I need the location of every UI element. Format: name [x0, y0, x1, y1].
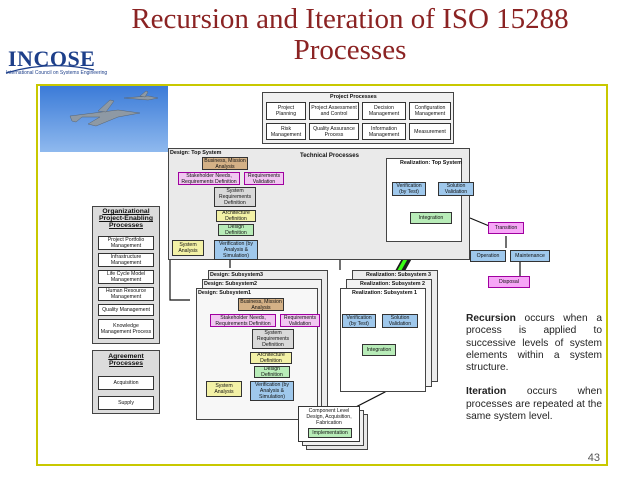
design-top-label: Design: Top System: [170, 150, 222, 156]
project-planning-box: Project Planning: [266, 102, 306, 120]
agreement-label: Agreement Processes: [108, 353, 144, 367]
sub-architecture-box: Architecture Definition: [250, 352, 292, 364]
realization-top-label: Realization: Top System: [400, 160, 462, 166]
sub-verification-test-box: Verification (by Test): [342, 314, 376, 328]
project-assessment-box: Project Assessment and Control: [309, 102, 359, 120]
recursion-text: occurs when a process is applied to succ…: [466, 313, 602, 374]
supply-box: Supply: [98, 396, 154, 410]
design-definition-box: Design Definition: [218, 224, 254, 236]
sub-system-analysis-box: System Analysis: [206, 381, 242, 397]
realization-subsystem1-panel: [340, 288, 426, 392]
implementation-box: Implementation: [308, 428, 352, 438]
transition-box: Transition: [488, 222, 524, 234]
sub-system-requirements-box: System Requirements Definition: [252, 329, 294, 349]
portfolio-management-box: Project Portfolio Management: [98, 236, 154, 250]
integration-box: Integration: [410, 212, 452, 224]
recursion-paragraph: Recursion occurs when a process is appli…: [466, 313, 602, 374]
sub-verification-analysis-box: Verification (by Analysis & Simulation): [250, 381, 294, 401]
sub-design-box: Design Definition: [254, 366, 290, 378]
business-mission-box: Business, Mission Analysis: [202, 157, 248, 170]
disposal-box: Disposal: [488, 276, 530, 288]
design-subsystem1-label: Design: Subsystem1: [198, 290, 252, 296]
slide-title-line2: Processes: [293, 34, 407, 66]
maintenance-box: Maintenance: [510, 250, 550, 262]
realization-subsystem1-label: Realization: Subsystem 1: [352, 290, 418, 296]
verification-analysis-box: Verification (by Analysis & Simulation): [214, 240, 258, 260]
acquisition-box: Acquisition: [98, 376, 154, 390]
lifecycle-model-box: Life Cycle Model Management: [98, 270, 154, 284]
slide-title: Recursion and Iteration of ISO 15288 Pro…: [100, 4, 600, 66]
infrastructure-management-box: Infrastructure Management: [98, 253, 154, 267]
realization-subsystem2-label: Realization: Subsystem 2: [360, 281, 426, 287]
verification-test-box: Verification (by Test): [392, 182, 426, 196]
knowledge-management-box: Knowledge Management Process: [98, 319, 154, 339]
configuration-management-box: Configuration Management: [409, 102, 451, 120]
solution-validation-box: Solution Validation: [438, 182, 474, 196]
iteration-paragraph: Iteration occurs when processes are repe…: [466, 386, 602, 423]
sub-solution-validation-box: Solution Validation: [382, 314, 418, 328]
measurement-box: Measurement: [409, 123, 451, 140]
quality-management-box: Quality Management: [98, 304, 154, 316]
system-analysis-box: System Analysis: [172, 240, 204, 256]
logo-subtitle: International Council on Systems Enginee…: [6, 70, 108, 76]
callout-text: Recursion occurs when a process is appli…: [466, 313, 602, 435]
human-resource-box: Human Resource Management: [98, 287, 154, 301]
recursion-term: Recursion: [466, 313, 516, 324]
incose-logo: INCOSE International Council on Systems …: [2, 40, 107, 80]
information-management-box: Information Management: [362, 123, 406, 140]
org-enabling-label: Organizational Project-Enabling Processe…: [98, 208, 153, 229]
stakeholder-needs-box: Stakeholder Needs, Requirements Definiti…: [178, 172, 240, 185]
technical-processes-label: Technical Processes: [300, 153, 359, 159]
requirements-validation-box: Requirements Validation: [244, 172, 284, 185]
logo-name: INCOSE: [8, 46, 96, 71]
project-processes-label: Project Processes: [330, 94, 377, 100]
architecture-definition-box: Architecture Definition: [216, 210, 256, 222]
decision-management-box: Decision Management: [362, 102, 406, 120]
logo-swoosh-icon: [5, 65, 95, 74]
jet-photo: [40, 86, 168, 152]
slide-title-line1: Recursion and Iteration of ISO 15288: [131, 3, 569, 35]
quality-assurance-box: Quality Assurance Process: [309, 123, 359, 140]
page-number: 43: [587, 452, 600, 464]
iteration-term: Iteration: [466, 386, 507, 398]
design-subsystem3-label: Design: Subsystem3: [210, 272, 264, 278]
system-requirements-box: System Requirements Definition: [214, 187, 256, 207]
sub-business-mission-box: Business, Mission Analysis: [238, 298, 284, 311]
sub-integration-box: Integration: [362, 344, 396, 356]
realization-top-panel: [386, 158, 462, 242]
sub-requirements-validation-box: Requirements Validation: [280, 314, 320, 327]
operation-box: Operation: [470, 250, 506, 262]
risk-management-box: Risk Management: [266, 123, 306, 140]
iteration-text: occurs when processes are repeated at th…: [466, 386, 602, 423]
sub-stakeholder-box: Stakeholder Needs, Requirements Definiti…: [210, 314, 276, 327]
design-subsystem2-label: Design: Subsystem2: [204, 281, 258, 287]
realization-subsystem3-label: Realization: Subsystem 3: [366, 272, 432, 278]
